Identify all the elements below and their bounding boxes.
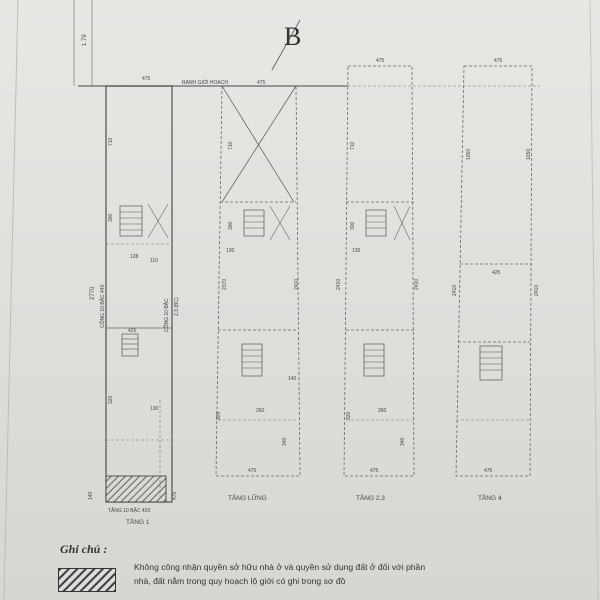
floor-tang-lung: 710 300 2370 2410 320 260 130 140 475 34… xyxy=(215,85,301,502)
dim-2410-23-b: 2410 xyxy=(414,279,420,290)
stairs-tang-lung-lower xyxy=(241,343,263,377)
dim-260-23: 260 xyxy=(378,408,387,414)
floor-tang-4: 475 1050 1050 425 2410 2410 475 TẦNG 4 xyxy=(452,58,540,502)
tang-2-3-label: TẦNG 2,3 xyxy=(356,492,385,502)
stairs-tang-2-3-upper xyxy=(365,205,411,241)
dim-710-lung: 710 xyxy=(228,141,234,150)
tang-4-label: TẦNG 4 xyxy=(478,492,502,502)
dim-425-tang1: 425 xyxy=(128,328,137,334)
dim-110-tang1: 110 xyxy=(150,258,158,264)
boundary-label: RANH GIỚI HOẠCH xyxy=(182,79,228,86)
stairs-tang-4 xyxy=(479,345,503,381)
dim-300-tang1: 300 xyxy=(108,213,114,222)
dim-300-lung: 300 xyxy=(228,221,234,230)
paper-fold-lines xyxy=(3,0,599,600)
dim-340-23: 340 xyxy=(400,437,406,446)
stairs-tang-2-3-lower xyxy=(363,343,385,377)
dim-475-4-bottom: 475 xyxy=(484,468,493,474)
dim-130-lung: 130 xyxy=(226,248,235,254)
dim-475-lung: 475 xyxy=(248,468,257,474)
dim-130-tang1: 130 xyxy=(150,406,159,412)
tang1-street-label: TÂNG 10 BẬC 420 xyxy=(108,507,150,514)
dim-1050-4-b: 1050 xyxy=(526,149,532,160)
notes-section: Ghi chú : Không công nhận quyền sở hữu n… xyxy=(0,538,600,600)
dim-128-tang1: 128 xyxy=(130,254,139,260)
dim-2410-4-a: 2410 xyxy=(452,285,458,296)
notes-line-2: nhà, đất nằm trong quy hoạch lộ giới có … xyxy=(134,576,346,586)
mid-dim-label: 2,3 (BC) xyxy=(174,297,180,316)
dim-475-boundary-b: 475 xyxy=(257,80,266,86)
dim-2370-lung: 2370 xyxy=(222,279,228,290)
top-left-dim-label: 1.79 xyxy=(82,34,88,46)
north-letter: B xyxy=(284,22,301,51)
dim-2410-4-b: 2410 xyxy=(534,285,540,296)
mid-gate-label: CÔNG 10 BẬC xyxy=(163,298,170,332)
dim-710-tang1: 710 xyxy=(108,137,114,146)
dim-475-23-bottom: 475 xyxy=(370,468,379,474)
dim-710-23: 710 xyxy=(350,141,356,150)
dim-340-lung: 340 xyxy=(282,437,288,446)
dim-320-lung: 320 xyxy=(216,411,222,420)
top-left-dims: 1.79 xyxy=(73,0,93,86)
dim-475-4-top: 475 xyxy=(494,58,503,64)
dim-320-tang1: 320 xyxy=(108,395,114,404)
stairs-tang-1-lower xyxy=(121,333,139,357)
notes-title: Ghi chú : xyxy=(60,542,108,556)
hatch-legend-swatch xyxy=(58,568,116,592)
dim-140-tang1: 140 xyxy=(88,491,94,500)
tang1-label: TẦNG 1 xyxy=(126,516,150,526)
stairs-tang-lung-upper xyxy=(243,205,291,241)
notes-line-1: Không công nhận quyền sở hữu nhà ở và qu… xyxy=(134,562,426,572)
left-dim-label: 2770 xyxy=(90,286,96,300)
dim-300-23: 300 xyxy=(350,221,356,230)
dim-1050-4-a: 1050 xyxy=(466,149,472,160)
dim-2410-lung: 2410 xyxy=(294,279,300,290)
boundary-line: RANH GIỚI HOẠCH 475 475 xyxy=(78,76,540,87)
floor-tang-2-3: 475 710 300 2410 2410 320 260 130 340 47… xyxy=(336,58,420,502)
dim-260-lung: 260 xyxy=(256,408,265,414)
floor-tang-1: 710 300 425 130 320 140 475 128 110 2770… xyxy=(88,85,180,526)
dim-320-23: 320 xyxy=(346,411,352,420)
north-marker: B xyxy=(271,19,301,71)
dim-130-23: 130 xyxy=(352,248,361,254)
dim-2410-23-a: 2410 xyxy=(336,279,342,290)
dim-140-lung: 140 xyxy=(288,376,297,382)
stairs-tang-1-upper xyxy=(119,203,169,239)
dim-425-4: 425 xyxy=(492,270,501,276)
dim-475-tang1: 475 xyxy=(172,491,178,500)
tang-lung-label: TẦNG LỮNG xyxy=(228,492,267,502)
dim-475-boundary-a: 475 xyxy=(142,76,151,82)
left-gate-label: CÔNG 10 BẬC 440 xyxy=(99,284,106,328)
dim-475-23-top: 475 xyxy=(376,58,385,64)
